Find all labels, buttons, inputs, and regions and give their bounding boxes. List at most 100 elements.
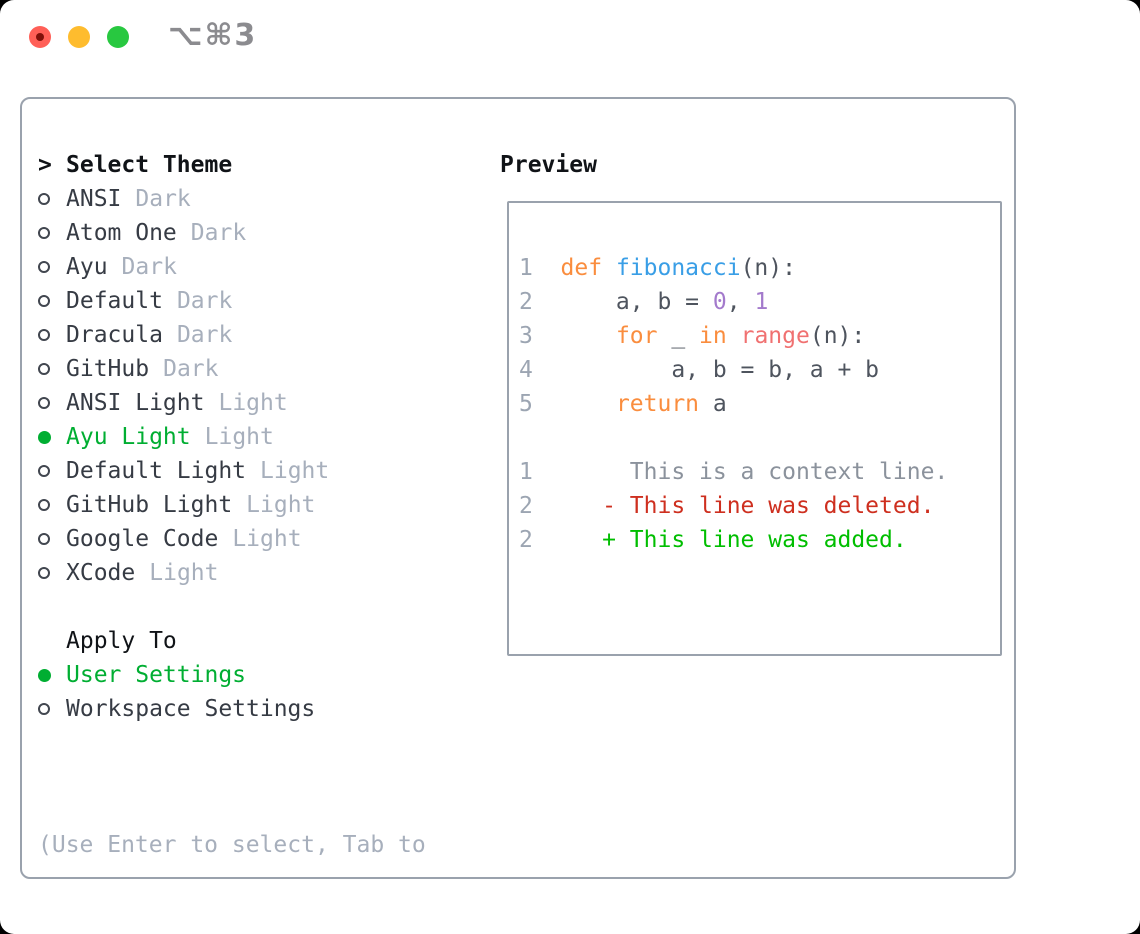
- theme-list-item[interactable]: Ayu Light Light: [38, 420, 426, 454]
- help-line-2: change focus): [38, 930, 426, 934]
- spacer: [38, 726, 426, 760]
- theme-variant: Dark: [176, 322, 233, 348]
- theme-variant: Light: [218, 390, 288, 416]
- preview-line: 2 + This line was added.: [519, 523, 992, 557]
- selection-cursor: >: [38, 152, 52, 178]
- code-token: 1: [754, 289, 769, 315]
- help-text: (Use Enter to select, Tab to change focu…: [38, 760, 426, 934]
- apply-to-item[interactable]: User Settings: [38, 658, 426, 692]
- theme-name: Atom One: [66, 220, 177, 246]
- code-token: 3: [519, 323, 561, 349]
- selected-radio-icon: [38, 668, 66, 682]
- theme-variant: Light: [246, 492, 316, 518]
- theme-name: Ayu: [66, 254, 108, 280]
- preview-line: 3 for _ in range(n):: [519, 319, 992, 353]
- preview-line: 5 return a: [519, 387, 992, 421]
- window-title: ⌥⌘3: [168, 18, 258, 53]
- theme-list-item[interactable]: ANSI Dark: [38, 182, 426, 216]
- theme-list-item[interactable]: GitHub Dark: [38, 352, 426, 386]
- code-token: [561, 391, 616, 417]
- radio-icon: [38, 533, 66, 545]
- theme-name: ANSI: [66, 186, 122, 212]
- theme-list-item[interactable]: Default Dark: [38, 284, 426, 318]
- radio-icon: [38, 567, 66, 579]
- radio-icon: [38, 397, 66, 409]
- apply-to-label: Workspace Settings: [66, 696, 316, 722]
- theme-name: Ayu Light: [66, 424, 191, 450]
- code-token: def: [560, 255, 616, 281]
- radio-icon: [38, 363, 66, 375]
- code-token: for: [615, 323, 658, 349]
- theme-variant: Dark: [121, 254, 177, 280]
- preview-line: 2 a, b = 0, 1: [519, 285, 992, 319]
- theme-list-item[interactable]: XCode Light: [38, 556, 426, 590]
- theme-name: GitHub: [66, 356, 150, 382]
- theme-list-item[interactable]: Default Light Light: [38, 454, 426, 488]
- theme-name: Default Light: [66, 458, 247, 484]
- code-token: 2: [519, 493, 561, 519]
- apply-to-title: Apply To: [66, 628, 177, 654]
- code-token: [561, 323, 616, 349]
- theme-variant: Dark: [176, 288, 233, 314]
- theme-variant: Light: [204, 424, 274, 450]
- code-token: 5: [519, 391, 561, 417]
- theme-list-title: Select Theme: [66, 152, 233, 178]
- preview-line: 2 - This line was deleted.: [519, 489, 992, 523]
- apply-to-label: User Settings: [66, 662, 247, 688]
- preview-line: 1 def fibonacci(n):: [519, 251, 992, 285]
- theme-name: Default: [66, 288, 163, 314]
- theme-variant: Light: [232, 526, 302, 552]
- code-token: This is a context line.: [560, 459, 949, 485]
- code-token: a, b =: [560, 289, 713, 315]
- theme-list-item[interactable]: Ayu Dark: [38, 250, 426, 284]
- preview-blank-line: [519, 421, 992, 455]
- code-token: 1: [519, 459, 561, 485]
- theme-variant: Light: [149, 560, 219, 586]
- code-token: (n):: [809, 323, 866, 349]
- code-token: (n):: [740, 255, 796, 281]
- close-button[interactable]: [29, 26, 51, 48]
- preview-line: 1 This is a context line.: [519, 455, 992, 489]
- zoom-button[interactable]: [107, 26, 129, 48]
- minimize-button[interactable]: [68, 26, 90, 48]
- theme-variant: Dark: [163, 356, 219, 382]
- theme-name: Dracula: [66, 322, 163, 348]
- spacer: [38, 590, 426, 624]
- code-token: 4: [519, 357, 561, 383]
- radio-icon: [38, 329, 66, 341]
- preview-title: Preview: [500, 152, 597, 178]
- code-token: ,: [726, 289, 755, 315]
- code-token: [727, 323, 741, 349]
- code-token: 2: [519, 527, 561, 553]
- help-line-1: (Use Enter to select, Tab to: [38, 832, 426, 858]
- radio-icon: [38, 295, 66, 307]
- theme-list-item[interactable]: Dracula Dark: [38, 318, 426, 352]
- radio-icon: [38, 703, 66, 715]
- theme-variant: Dark: [135, 186, 191, 212]
- theme-name: GitHub Light: [66, 492, 233, 518]
- radio-icon: [38, 499, 66, 511]
- selected-radio-icon: [38, 430, 66, 444]
- radio-icon: [38, 465, 66, 477]
- code-token: range: [740, 323, 810, 349]
- theme-variant: Dark: [190, 220, 247, 246]
- theme-name: XCode: [66, 560, 136, 586]
- theme-list-item[interactable]: Atom One Dark: [38, 216, 426, 250]
- code-token: + This line was added.: [560, 527, 907, 553]
- radio-icon: [38, 227, 66, 239]
- theme-variant: Light: [260, 458, 330, 484]
- theme-list-header-row: > Select Theme: [38, 148, 426, 182]
- preview-line: 4 a, b = b, a + b: [519, 353, 992, 387]
- theme-list-item[interactable]: GitHub Light Light: [38, 488, 426, 522]
- apply-to-item[interactable]: Workspace Settings: [38, 692, 426, 726]
- code-token: a, b = b, a + b: [560, 357, 880, 383]
- traffic-lights: [29, 26, 146, 48]
